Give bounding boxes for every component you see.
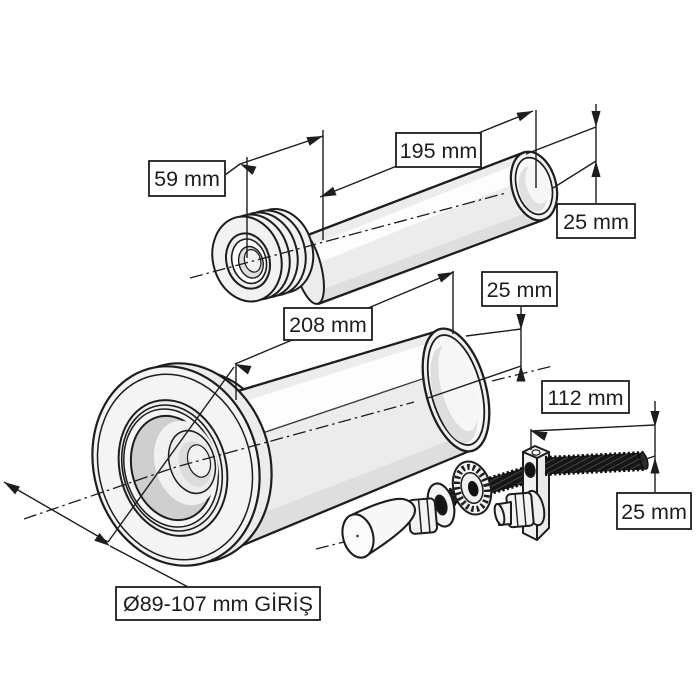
label-upper-pipe-diameter-text: 25 mm	[563, 210, 629, 234]
upper-pipe-highlight	[305, 162, 528, 266]
label-upper-pipe-length: 195 mm	[395, 132, 482, 168]
leader-line	[109, 545, 191, 589]
extension-line	[465, 328, 522, 337]
bracket-front-nut	[493, 489, 546, 529]
arrowhead	[591, 161, 601, 177]
arrowhead	[516, 365, 526, 382]
label-lower-pipe-length: 208 mm	[283, 307, 373, 341]
arrowhead	[650, 411, 660, 427]
diameter-line	[107, 366, 235, 543]
arrowhead	[240, 164, 257, 175]
arrowhead	[306, 136, 323, 146]
lower-pipe-highlight	[204, 340, 448, 448]
arrowhead	[591, 111, 601, 127]
label-bolt-diameter-text: 25 mm	[621, 500, 687, 524]
label-lower-pipe-length-text: 208 mm	[289, 313, 367, 337]
lower-pipe-center-line	[23, 401, 415, 520]
upper-pipe-center-line	[189, 192, 507, 279]
cone-center-mark	[356, 534, 359, 538]
arrowhead	[437, 272, 454, 283]
lower-pipe-inlet-flange	[91, 362, 273, 567]
arrowhead	[320, 186, 337, 197]
threaded-rod-long	[544, 451, 649, 476]
arrowhead	[516, 111, 533, 122]
fixing-bolt-assembly	[315, 445, 649, 559]
dimension-annotations	[3, 104, 660, 589]
diameter-line	[3, 481, 109, 543]
extension-line	[525, 126, 597, 155]
serrated-washer	[451, 460, 493, 516]
upper-pipe-assembly	[189, 150, 559, 306]
label-upper-pipe-length-text: 195 mm	[400, 139, 478, 163]
label-inlet-diameter: Ø89-107 mm GİRİŞ	[115, 586, 321, 621]
arrowhead	[516, 314, 526, 330]
label-inlet-diameter-text: Ø89-107 mm GİRİŞ	[123, 592, 313, 616]
arrowhead	[4, 482, 21, 495]
label-bolt-length: 112 mm	[541, 380, 630, 414]
cone-cap	[341, 497, 416, 559]
label-thread-length-text: 59 mm	[154, 167, 220, 191]
label-thread-length: 59 mm	[148, 160, 226, 197]
leader-line	[224, 163, 241, 176]
label-lower-pipe-end-diameter-text: 25 mm	[487, 278, 553, 302]
upper-pipe-shadow	[316, 208, 543, 305]
bolt-center-line	[315, 540, 349, 550]
lower-pipe-assembly	[23, 327, 554, 567]
lower-pipe-shadow	[236, 433, 472, 549]
bracket-top-hole	[531, 449, 541, 456]
arrowhead	[235, 364, 252, 375]
label-upper-pipe-diameter: 25 mm	[556, 203, 636, 239]
label-bolt-diameter: 25 mm	[616, 492, 692, 530]
arrowhead	[650, 457, 660, 474]
arrowhead	[94, 533, 110, 546]
extension-line	[427, 365, 522, 399]
extension-line	[639, 455, 656, 462]
extension-line	[552, 160, 597, 189]
bracket-upper-hole	[524, 462, 536, 478]
label-bolt-length-text: 112 mm	[547, 386, 623, 410]
dimension-line	[530, 424, 656, 432]
arrowhead	[531, 431, 548, 441]
label-lower-pipe-end-diameter: 25 mm	[481, 271, 558, 307]
dimension-labels: 59 mm 195 mm 25 mm 208 mm 25 mm 112 mm 2…	[115, 132, 692, 621]
upper-pipe-open-end	[509, 150, 559, 222]
